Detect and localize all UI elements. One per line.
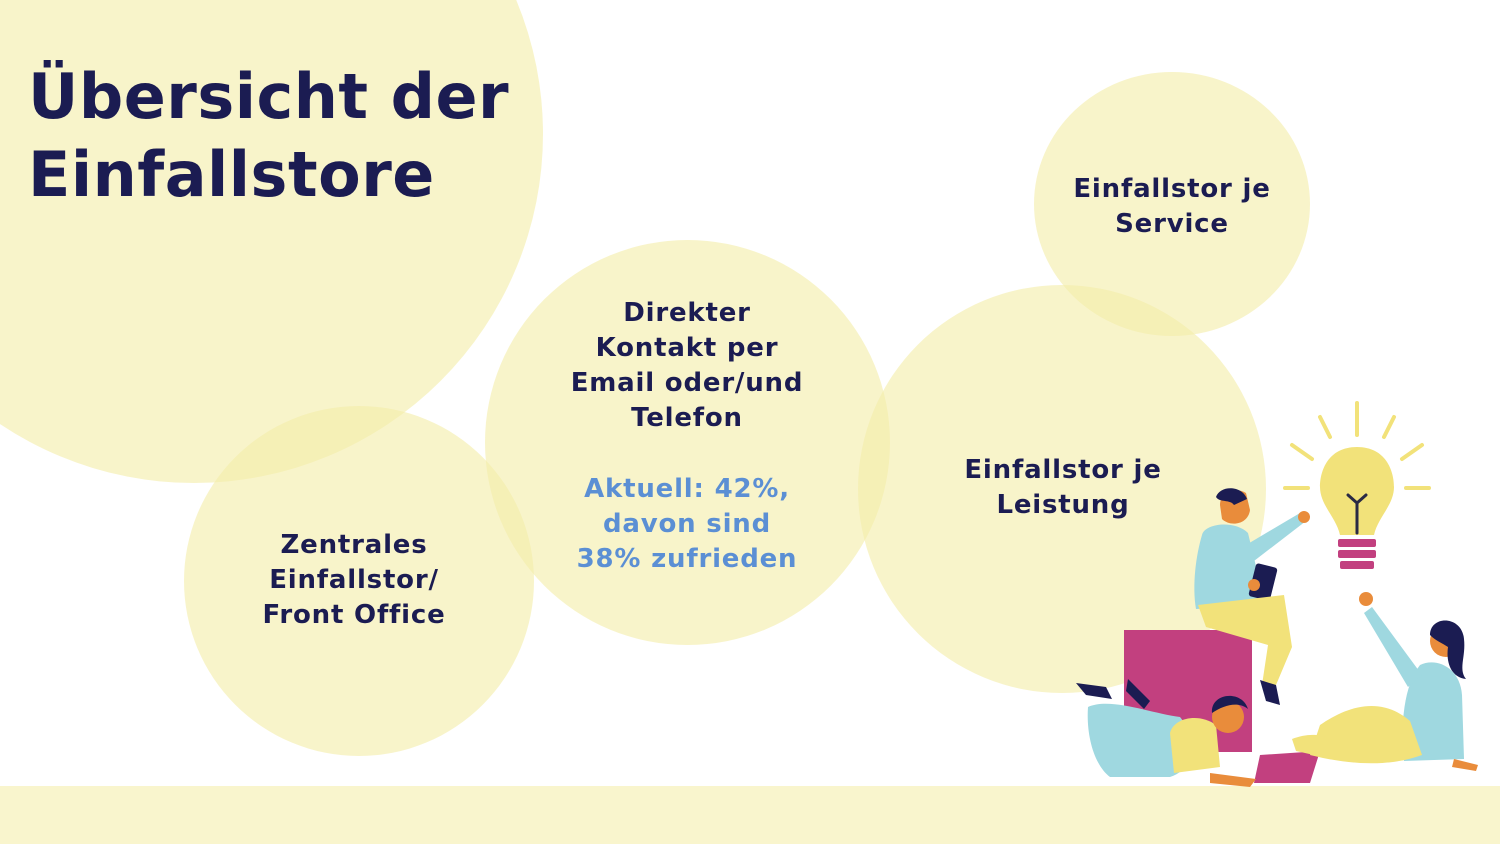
bubble-direct-contact-label: Direkter Kontakt per Email oder/und Tele…: [570, 298, 804, 433]
bubble-per-service-label: Einfallstor je Service: [1073, 174, 1271, 239]
lightbulb-icon: [1283, 401, 1431, 569]
bubble-direct-contact: [485, 240, 890, 645]
woman-with-laptop: [1076, 679, 1320, 787]
bubble-per-service: [1034, 72, 1310, 336]
bubble-per-service-line-label: Einfallstor je Leistung: [964, 455, 1162, 520]
bubble-direct-contact-stat: Aktuell: 42%, davon sind 38% zufrieden: [576, 474, 798, 574]
bubble-front-office: [184, 406, 534, 756]
woman-reaching: [1292, 592, 1478, 771]
man-with-tablet: [1194, 488, 1310, 705]
team-idea-illustration: [1076, 401, 1478, 787]
slide-title: Übersicht der Einfallstore: [28, 60, 510, 211]
bubble-per-service-line: [858, 285, 1266, 693]
bottom-band: [0, 786, 1500, 844]
bubble-front-office-label: Zentrales Einfallstor/ Front Office: [262, 530, 446, 630]
